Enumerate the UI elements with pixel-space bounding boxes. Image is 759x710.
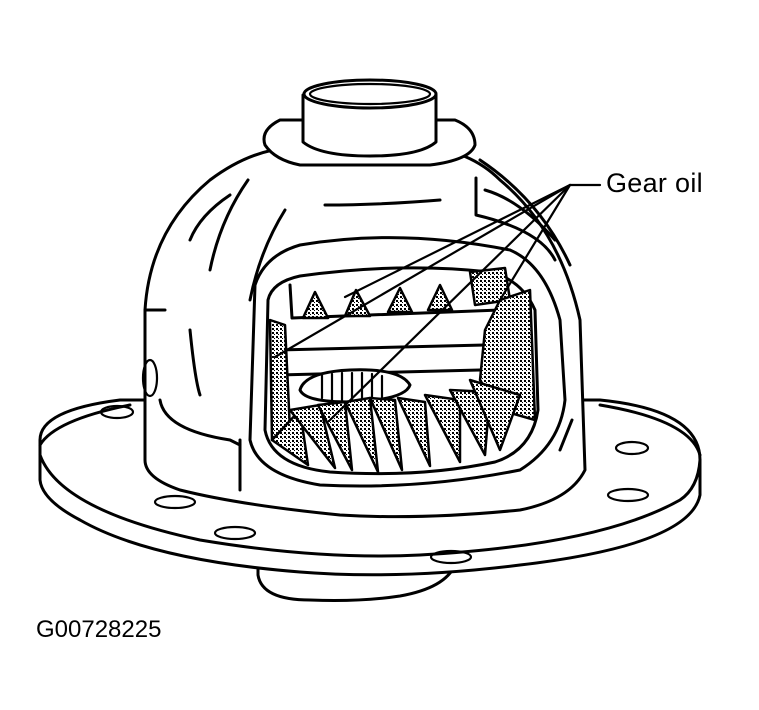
- gear-tooth: [288, 403, 337, 470]
- gear-tooth: [468, 378, 522, 452]
- gear-tooth: [301, 290, 330, 320]
- gear-tooth: [343, 396, 380, 474]
- gear-tooth: [426, 283, 454, 312]
- gear-tooth: [396, 396, 432, 468]
- bolt-hole: [99, 404, 135, 420]
- figure-id: G00728225: [36, 616, 162, 643]
- bolt-hole: [606, 487, 650, 503]
- gear-tooth: [316, 400, 354, 472]
- gear-tooth: [343, 288, 372, 318]
- side-port: [141, 358, 159, 398]
- cutaway-window: [263, 266, 540, 476]
- gear-oil-label: Gear oil: [606, 168, 703, 198]
- splined-hub: [298, 368, 412, 404]
- gear-tooth: [423, 393, 462, 464]
- bolt-hole: [213, 525, 257, 541]
- gear-tooth: [386, 286, 414, 314]
- bolt-hole: [429, 549, 473, 565]
- gear-tooth: [368, 396, 404, 472]
- bolt-hole: [614, 440, 650, 456]
- bolt-hole: [153, 494, 197, 510]
- gear-oil-leaders: [273, 183, 602, 422]
- gear-tooth: [270, 408, 310, 467]
- top-neck: [262, 78, 477, 167]
